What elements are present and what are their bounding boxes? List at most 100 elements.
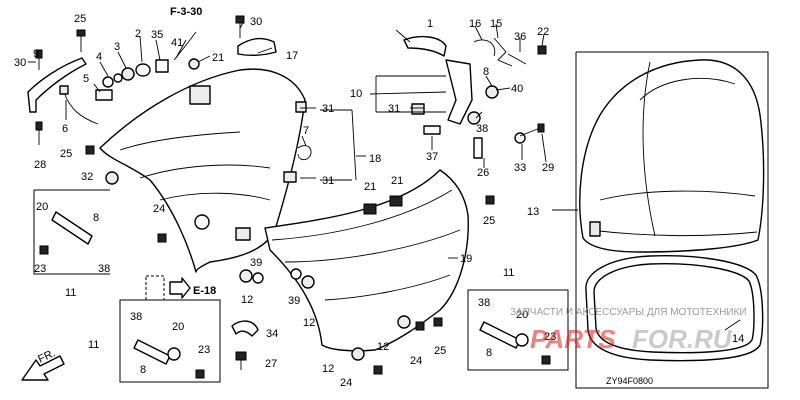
nut-31b[interactable] bbox=[283, 171, 297, 183]
callout-31-a: 31 bbox=[322, 103, 334, 115]
bolt-23c[interactable] bbox=[541, 355, 551, 365]
bolt-25c[interactable] bbox=[485, 195, 495, 205]
bolt-26[interactable] bbox=[473, 137, 483, 159]
fr-arrow bbox=[21, 355, 65, 381]
grommet-4[interactable] bbox=[102, 73, 123, 88]
bolt-23b[interactable] bbox=[195, 369, 205, 379]
nut-32[interactable] bbox=[105, 171, 119, 185]
grommet-39b[interactable] bbox=[290, 268, 302, 280]
nut-31a[interactable] bbox=[295, 101, 307, 113]
grommet-39a[interactable] bbox=[252, 272, 264, 284]
bolt-25b[interactable] bbox=[85, 145, 95, 155]
clamp-5[interactable] bbox=[95, 89, 113, 101]
grommet-21[interactable] bbox=[188, 58, 200, 70]
callout-25-right: 25 bbox=[483, 215, 495, 227]
grommet-21c[interactable] bbox=[389, 195, 403, 207]
clip-7[interactable] bbox=[297, 145, 312, 161]
bolt-9[interactable] bbox=[35, 49, 43, 70]
ref-arrow bbox=[169, 277, 191, 299]
callout-1: 1 bbox=[427, 18, 433, 30]
bolt-28[interactable] bbox=[35, 121, 43, 145]
callout-40: 40 bbox=[511, 83, 523, 95]
grommet-2[interactable] bbox=[135, 63, 151, 77]
ref-e-18[interactable]: E-18 bbox=[193, 285, 216, 297]
grommet-40[interactable] bbox=[485, 85, 499, 99]
bolt-24c[interactable] bbox=[373, 365, 383, 375]
bolt-24a[interactable] bbox=[157, 233, 167, 243]
callout-21-mid-a: 21 bbox=[364, 181, 376, 193]
callout-14: 14 bbox=[732, 333, 744, 345]
lever-16[interactable] bbox=[473, 39, 496, 57]
callout-10: 10 bbox=[350, 88, 362, 100]
callout-24-bottom: 24 bbox=[340, 377, 352, 389]
grommet-38[interactable] bbox=[467, 111, 481, 125]
callout-31-b: 31 bbox=[322, 175, 334, 187]
pin-37[interactable] bbox=[423, 125, 441, 135]
bolt-29[interactable] bbox=[519, 123, 545, 137]
engine-cover[interactable] bbox=[579, 59, 765, 253]
group-11b-frame bbox=[119, 299, 221, 383]
callout-11-left: 11 bbox=[65, 287, 76, 299]
callout-35: 35 bbox=[151, 29, 163, 41]
bolt-25d[interactable] bbox=[433, 317, 443, 327]
callout-8-top: 8 bbox=[483, 66, 489, 78]
washer-33[interactable] bbox=[514, 132, 526, 144]
hose-1[interactable] bbox=[403, 35, 447, 57]
callout-labels: 1 2 3 4 5 6 7 8 8 8 8 9 10 11 11 11 12 1… bbox=[14, 13, 744, 389]
bolt-23a[interactable] bbox=[39, 245, 49, 255]
clip-34[interactable] bbox=[231, 320, 259, 337]
group-11a-frame bbox=[33, 190, 110, 275]
bracket-10[interactable] bbox=[445, 59, 473, 125]
grommet-12b[interactable] bbox=[301, 275, 315, 289]
ref-f-3-30[interactable]: F-3-30 bbox=[170, 6, 202, 18]
bracket-30[interactable] bbox=[27, 57, 87, 113]
grommet-21b[interactable] bbox=[363, 203, 377, 215]
bolt-24b[interactable] bbox=[415, 321, 425, 331]
bracket-17[interactable] bbox=[237, 37, 277, 57]
callout-38-right: 38 bbox=[478, 297, 490, 309]
grommet-3[interactable] bbox=[121, 67, 135, 81]
watermark-logo-b: FOR.RU bbox=[632, 324, 733, 354]
cable-6[interactable] bbox=[59, 85, 99, 125]
ref-e18-box bbox=[145, 275, 165, 301]
callout-12-d: 12 bbox=[322, 363, 334, 375]
callout-24-left: 24 bbox=[153, 203, 165, 215]
block-mount[interactable] bbox=[189, 85, 211, 105]
bolt-30[interactable] bbox=[235, 15, 245, 38]
latch-20[interactable] bbox=[51, 211, 93, 245]
group-11c-frame bbox=[467, 289, 569, 371]
inner-cover[interactable] bbox=[99, 68, 306, 273]
grommet-12c[interactable] bbox=[397, 315, 411, 329]
callout-27: 27 bbox=[265, 358, 277, 370]
latch-assembly-b[interactable] bbox=[133, 339, 181, 365]
bolt-25a[interactable] bbox=[76, 29, 86, 52]
callout-19: 19 bbox=[460, 253, 472, 265]
latch-assembly-c[interactable] bbox=[479, 321, 529, 349]
leader-lines bbox=[28, 20, 741, 331]
callout-21-mid-b: 21 bbox=[391, 175, 403, 187]
cover-group-frame bbox=[575, 51, 769, 389]
callout-39-b: 39 bbox=[288, 295, 300, 307]
clip-35[interactable] bbox=[155, 59, 169, 73]
callout-25-top: 25 bbox=[74, 13, 86, 25]
callout-12-a: 12 bbox=[241, 294, 253, 306]
callout-33: 33 bbox=[514, 162, 526, 174]
bolt-22[interactable] bbox=[537, 45, 547, 55]
cover-seal[interactable] bbox=[585, 254, 764, 362]
callout-23-right: 23 bbox=[544, 331, 556, 343]
bolt-27[interactable] bbox=[235, 351, 247, 370]
grommet-12a[interactable] bbox=[239, 269, 253, 283]
spring-15[interactable] bbox=[493, 37, 513, 67]
pin-36[interactable] bbox=[507, 53, 527, 65]
callout-38-bottom: 38 bbox=[130, 311, 142, 323]
diagram-code: ZY94F0800 bbox=[606, 376, 653, 386]
nut-31c[interactable] bbox=[411, 103, 425, 115]
callout-21-top: 21 bbox=[212, 52, 224, 64]
callout-22: 22 bbox=[537, 26, 549, 38]
callout-8-left: 8 bbox=[93, 212, 99, 224]
callout-32: 32 bbox=[81, 171, 93, 183]
grommet-12d[interactable] bbox=[351, 347, 365, 361]
callout-28: 28 bbox=[34, 159, 46, 171]
lower-cover[interactable] bbox=[264, 169, 469, 352]
